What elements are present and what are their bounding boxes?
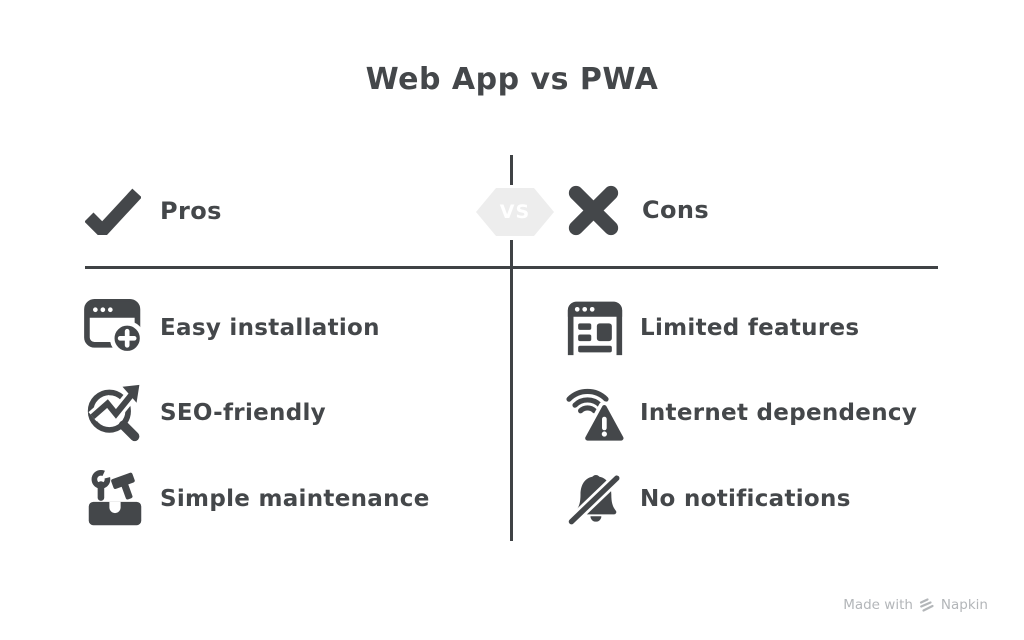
window-install-icon <box>84 296 146 360</box>
watermark-brand: Napkin <box>940 597 988 613</box>
cons-label: Cons <box>642 196 710 224</box>
napkin-logo-icon <box>919 598 935 612</box>
list-item-label: Internet dependency <box>640 400 918 426</box>
page-title: Web App vs PWA <box>365 62 659 97</box>
list-item-seo-friendly: SEO-friendly <box>84 381 326 445</box>
vs-badge-label: VS <box>499 201 531 223</box>
list-item-limited-features: Limited features <box>564 296 859 360</box>
watermark-prefix: Made with <box>843 597 913 613</box>
pros-header: Pros <box>84 184 222 238</box>
list-item-label: Simple maintenance <box>160 486 430 512</box>
list-item-label: No notifications <box>640 486 851 512</box>
toolbox-icon <box>84 467 146 531</box>
list-item-simple-maintenance: Simple maintenance <box>84 467 430 531</box>
list-item-easy-installation: Easy installation <box>84 296 380 360</box>
list-item-label: SEO-friendly <box>160 400 326 426</box>
check-icon <box>84 186 142 236</box>
vs-badge: VS <box>476 188 554 236</box>
made-with-napkin-link[interactable]: Made with Napkin <box>843 597 988 613</box>
x-icon <box>566 183 620 237</box>
wifi-warning-icon <box>564 381 626 445</box>
list-item-internet-dependency: Internet dependency <box>564 381 917 445</box>
vertical-divider-bottom <box>510 240 513 541</box>
hexagon-badge-shape <box>476 188 554 236</box>
list-item-no-notifications: No notifications <box>564 467 851 531</box>
list-item-label: Easy installation <box>160 315 380 341</box>
vertical-divider-top <box>510 155 513 185</box>
window-layout-icon <box>564 296 626 360</box>
bell-slash-icon <box>564 467 626 531</box>
cons-header: Cons <box>566 183 709 237</box>
list-item-label: Limited features <box>640 315 860 341</box>
seo-magnifier-icon <box>84 381 146 445</box>
pros-label: Pros <box>160 197 222 225</box>
horizontal-divider <box>85 266 938 269</box>
